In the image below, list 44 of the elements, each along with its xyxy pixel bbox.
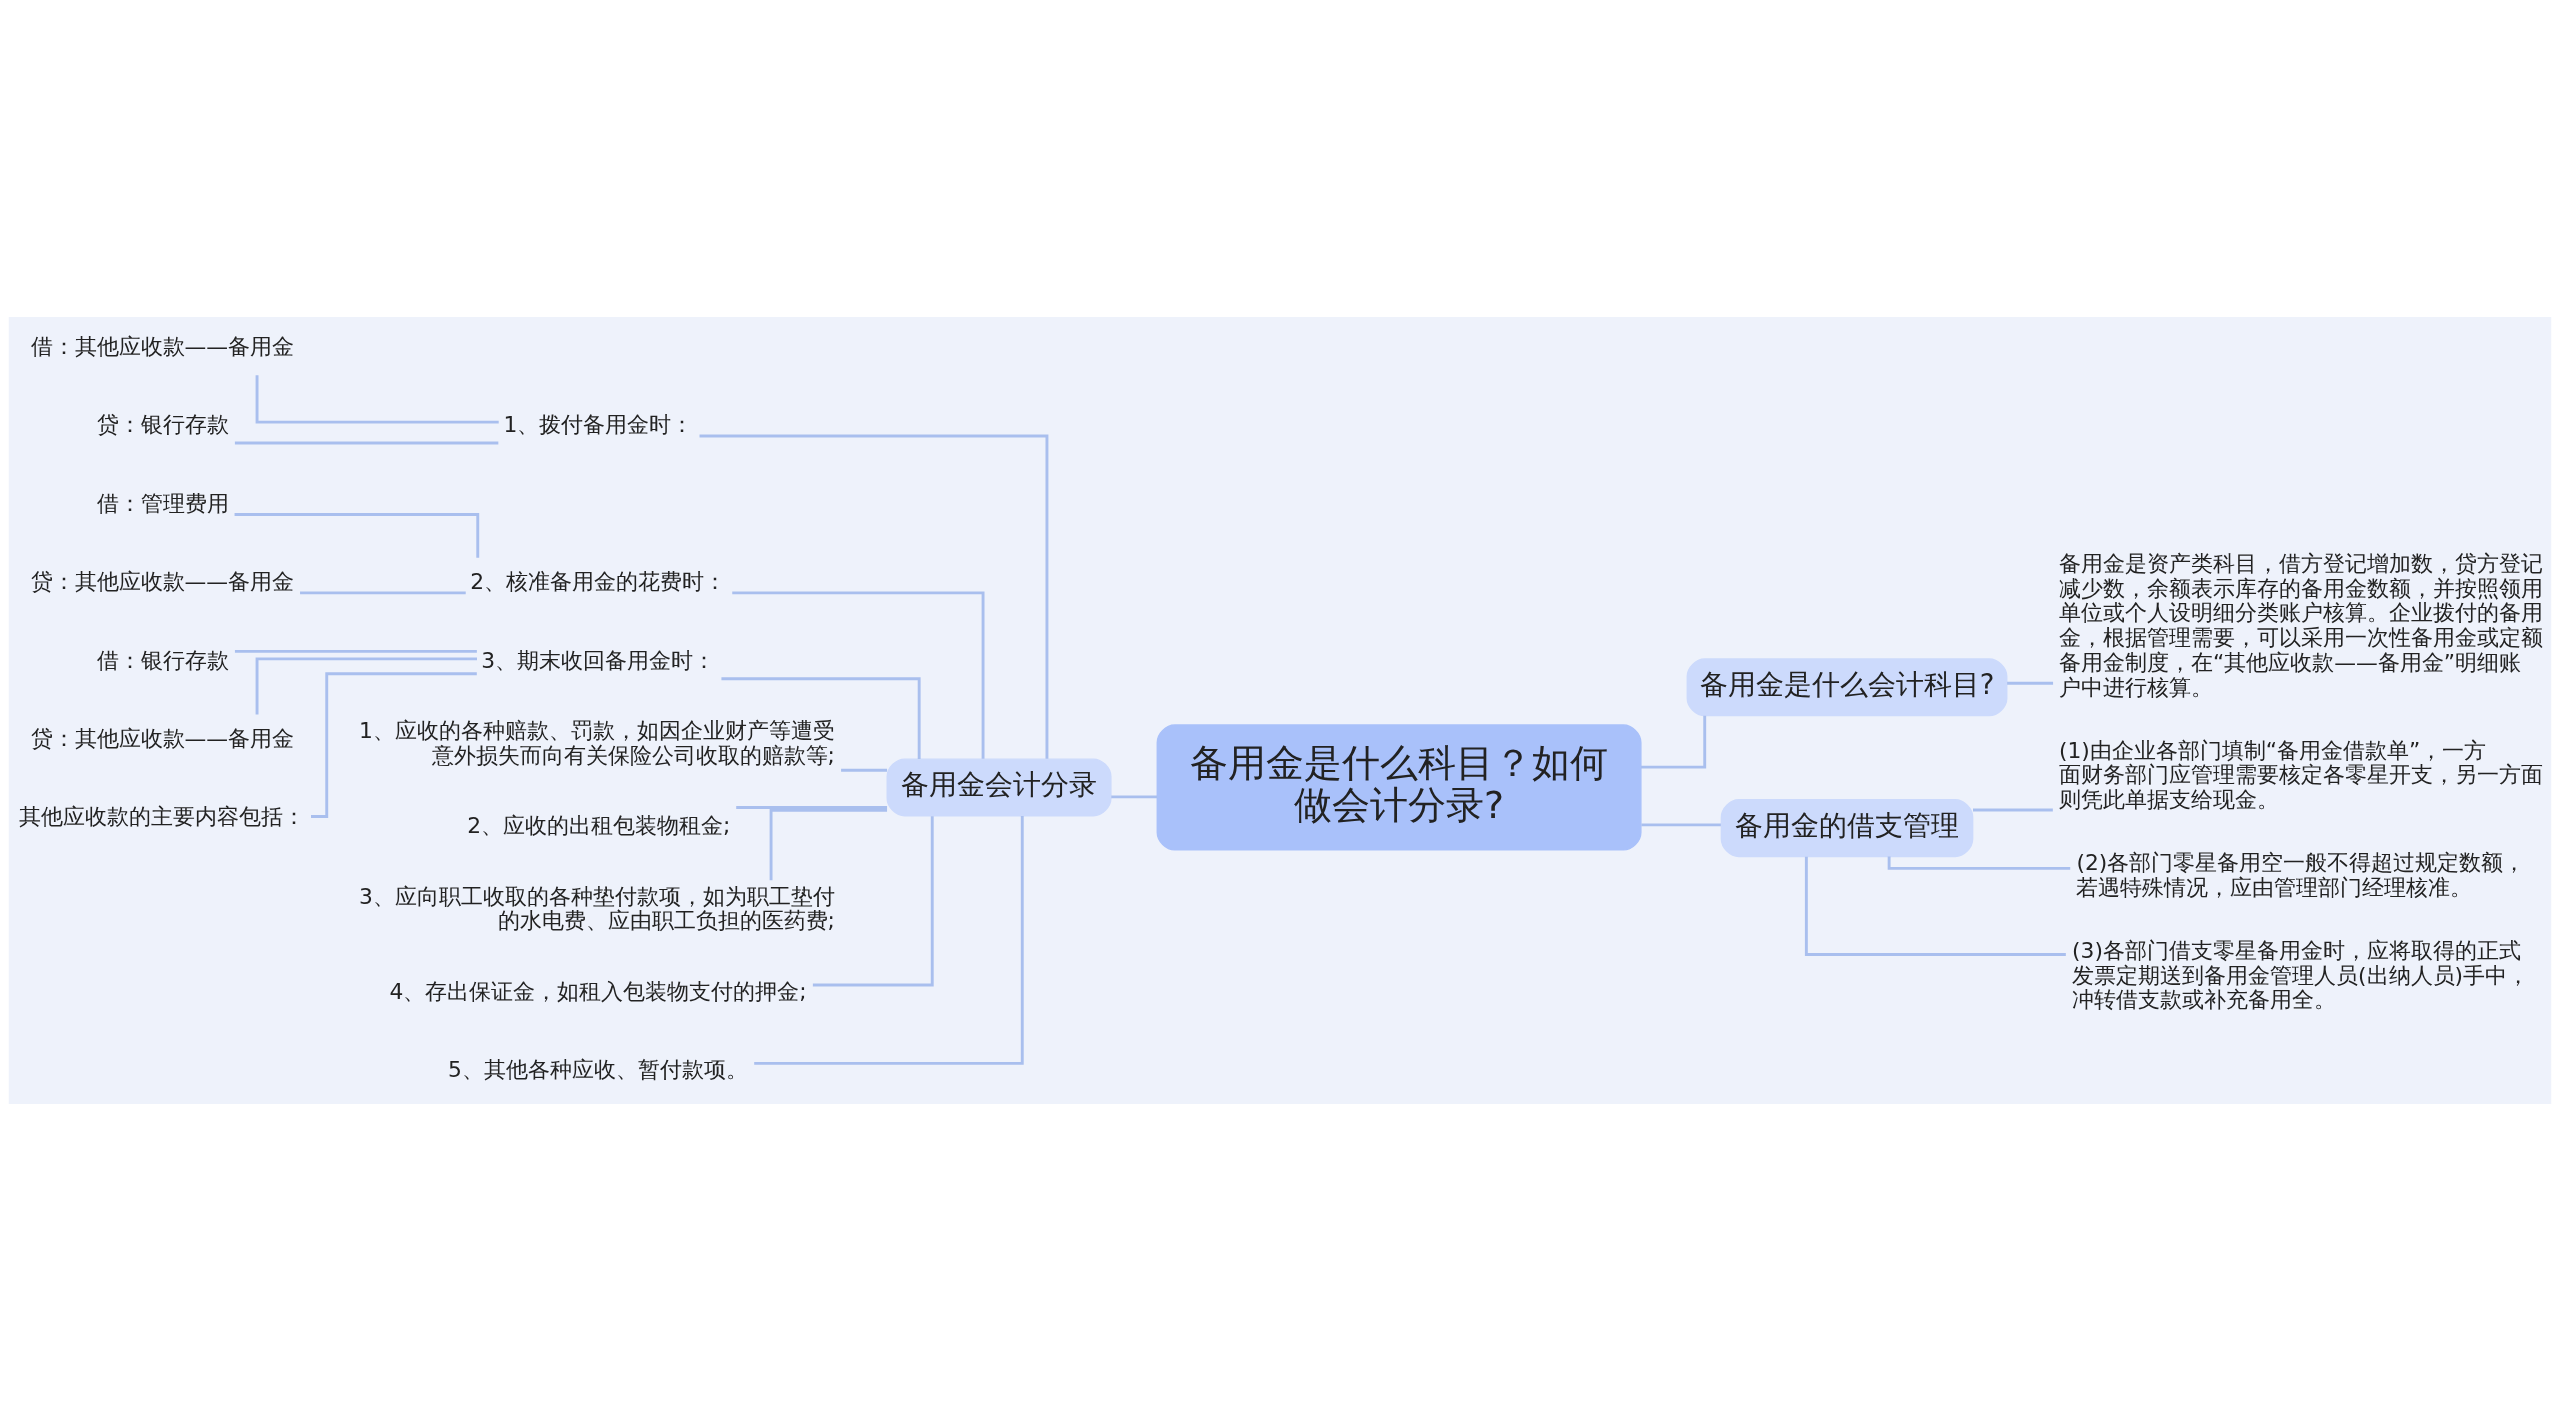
connector: [1973, 808, 2053, 812]
connector: [255, 375, 499, 424]
node-box: 备用金的借支管理: [1720, 799, 1974, 858]
node-text: 3、期末收回备用金时：: [481, 647, 716, 673]
connector: [234, 649, 477, 653]
node-text: 其他应收款的主要内容包括：: [18, 804, 305, 830]
node-text: 贷：其他应收款——备用金: [30, 569, 295, 595]
connector: [721, 677, 921, 759]
node-text: 借：其他应收款——备用金: [30, 334, 295, 360]
node-text: 4、存出保证金，如租入包装物支付的押金;: [389, 978, 807, 1004]
connector: [769, 808, 888, 881]
node-text: 2、核准备用金的花费时：: [470, 569, 727, 595]
node-box: 备用金是什么会计科目?: [1686, 658, 2008, 717]
node-text: 1、拨付备用金时：: [503, 412, 694, 438]
connector: [2007, 681, 2054, 685]
connector: [255, 657, 477, 715]
connector: [812, 816, 934, 987]
node-text: 贷：其他应收款——备用金: [30, 726, 295, 752]
node-text: 1、应收的各种赔款、罚款，如因企业财产等遭受意外损失而向有关保险公司收取的赔款等;: [359, 718, 835, 768]
connector: [300, 591, 466, 595]
node-text: 备用金是资产类科目，借方登记增加数，贷方登记减少数，余额表示库存的备用金数额，并按照领用单位或个人设明细分类账户核算。企业拨付的备用金，根据管理需要，可以采用一次性备用金或定额备用金制度，在“其他应收款——备用金”明细账户中进行核算。: [2059, 551, 2544, 700]
node-text: (1)由企业各部门填制“备用金借款单”，一方面财务部门应管理需要核定各零星开支，另一方面则凭此单据支给现金。: [2059, 737, 2544, 813]
connector: [234, 513, 480, 558]
node-text: (3)各部门借支零星备用金时，应将取得的正式发票定期送到备用金管理人员(出纳人员)手中，冲转借支款或补充备用全。: [2072, 938, 2530, 1013]
connector: [732, 591, 985, 759]
node-text: 3、应向职工收取的各种垫付款项，如为职工垫付的水电费、应由职工负担的医药费;: [359, 883, 835, 934]
node-box: 备用金会计分录: [886, 758, 1112, 817]
node-text: 5、其他各种应收、暂付款项。: [447, 1057, 748, 1083]
node-box: 备用金是什么科目？如何做会计分录?: [1156, 724, 1642, 851]
node-text: 贷：银行存款: [96, 412, 229, 438]
node-text: 2、应收的出租包装物租金;: [467, 813, 731, 839]
connector: [754, 815, 1024, 1065]
connector: [736, 806, 888, 809]
connector: [841, 768, 888, 772]
connector: [699, 434, 1049, 759]
connector: [234, 441, 499, 445]
connector: [1641, 823, 1721, 827]
connector: [1641, 715, 1707, 769]
connector: [1887, 856, 2071, 870]
connector: [1804, 856, 2066, 956]
node-text: 借：管理费用: [96, 490, 229, 516]
node-text: 借：银行存款: [96, 647, 229, 673]
connector: [1111, 795, 1158, 799]
node-text: (2)各部门零星备用空一般不得超过规定数额，若遇特殊情况，应由管理部门经理核准。: [2076, 850, 2526, 900]
